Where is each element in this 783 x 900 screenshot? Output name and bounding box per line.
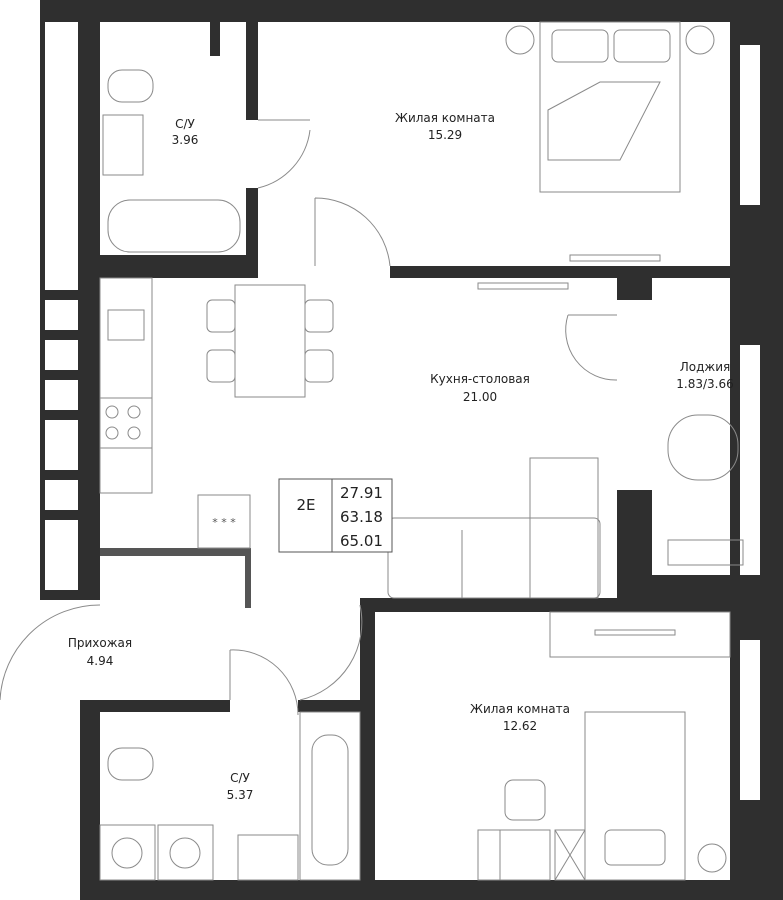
sofa-icon	[387, 517, 601, 599]
kitchen-sink-icon	[107, 309, 145, 341]
room-name: Лоджия	[680, 360, 731, 374]
room-area: 21.00	[463, 390, 497, 404]
apartment-type: 2E	[296, 496, 315, 514]
room-name: Прихожая	[68, 636, 132, 650]
bathtub-icon-2	[299, 711, 361, 881]
room-name: Жилая комната	[470, 702, 570, 716]
room-area: 3.96	[172, 133, 199, 147]
toilet-icon-2	[107, 747, 154, 781]
room-area: 5.37	[227, 788, 254, 802]
dryer-icon	[157, 824, 214, 881]
furniture: * * *	[99, 21, 744, 881]
toilet-icon	[107, 69, 154, 103]
nightstand-icon	[505, 25, 535, 55]
room-name: Жилая комната	[395, 111, 495, 125]
washer-icon	[99, 824, 156, 881]
room-area: 1.83/3.66	[676, 377, 733, 391]
sink-icon-2	[237, 834, 299, 881]
total-area-with-loggia: 65.01	[340, 532, 383, 550]
stove-icon	[99, 397, 153, 449]
room-labels: С/У 3.96 Жилая комната 15.29 Кухня-столо…	[68, 111, 734, 802]
room-name: С/У	[175, 117, 195, 131]
living-area: 27.91	[340, 484, 383, 502]
walls	[40, 0, 783, 900]
desk-icon	[499, 829, 551, 881]
bed-icon-2	[584, 711, 686, 881]
room-area: 4.94	[87, 654, 114, 668]
chair-icon	[504, 779, 546, 821]
bed-icon	[539, 21, 681, 193]
apartment-info-box: 2E 27.91 63.18 65.01	[278, 478, 393, 553]
room-area: 15.29	[428, 128, 462, 142]
armchair-icon	[667, 414, 739, 481]
dining-table-icon	[234, 284, 306, 398]
tv-icon	[569, 254, 661, 262]
kitchen-counter-icon	[99, 277, 153, 494]
doors	[0, 119, 618, 716]
total-area: 63.18	[340, 508, 383, 526]
svg-text:* * *: * * *	[212, 516, 236, 529]
bathtub-icon	[107, 199, 241, 253]
room-name: С/У	[230, 771, 250, 785]
room-area: 12.62	[503, 719, 537, 733]
sink-icon	[102, 114, 144, 176]
room-name: Кухня-столовая	[430, 372, 530, 386]
